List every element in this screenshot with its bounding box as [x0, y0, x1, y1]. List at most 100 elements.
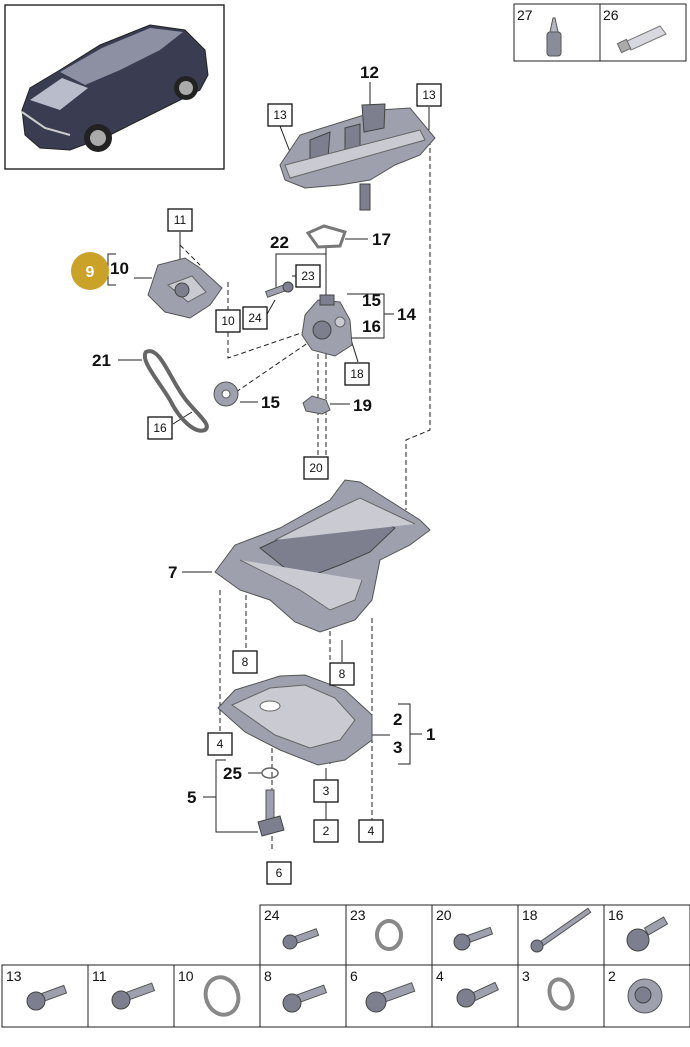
oil-pump-part: [301, 294, 353, 357]
svg-text:18: 18: [350, 367, 364, 381]
legend-item-18-label: 18: [522, 907, 538, 923]
svg-text:13: 13: [422, 88, 436, 102]
box-3[interactable]: 3: [313, 779, 339, 803]
lower-oil-pan-part: [217, 674, 373, 766]
top-legend: 27 26: [513, 3, 687, 62]
svg-text:2: 2: [323, 824, 330, 838]
callout-9-highlight[interactable]: 9: [71, 252, 109, 290]
small-bolt-part: [264, 281, 294, 298]
svg-text:3: 3: [323, 784, 330, 798]
drain-plug-part: [257, 789, 285, 837]
upper-oil-pan-part: [214, 479, 431, 633]
svg-text:4: 4: [368, 824, 375, 838]
legend-item-23-label: 23: [350, 907, 366, 923]
callout-19: 19: [353, 396, 372, 415]
bolt-icon: [282, 984, 328, 1013]
callout-25: 25: [223, 764, 242, 783]
sprocket-part: [213, 381, 239, 407]
callout-3: 3: [393, 738, 402, 757]
legend-item-6-label: 6: [350, 968, 358, 984]
legend-item-16-label: 16: [608, 907, 624, 923]
grease-tube-icon: [616, 25, 667, 54]
bolt-icon: [453, 926, 494, 951]
box-2[interactable]: 2: [313, 819, 339, 843]
box-20[interactable]: 20: [303, 456, 329, 480]
callout-15a: 15: [362, 291, 381, 310]
box-6[interactable]: 6: [266, 861, 292, 885]
pump-cover-part: [302, 395, 331, 415]
washer-icon: [547, 977, 575, 1011]
chain-guide-bracket-part: [147, 257, 223, 319]
box-13a[interactable]: 13: [267, 103, 293, 127]
svg-text:10: 10: [221, 314, 235, 328]
svg-text:4: 4: [217, 737, 224, 751]
callout-16: 16: [362, 317, 381, 336]
box-4a[interactable]: 4: [207, 732, 233, 756]
bottom-legend-row-2: 13 11 10 8 6 4 3 2: [1, 964, 690, 1028]
callout-9: 9: [86, 264, 95, 281]
bolt-icon: [26, 984, 68, 1011]
bolt-icon: [111, 982, 156, 1010]
callout-21: 21: [92, 351, 111, 370]
box-16[interactable]: 16: [147, 416, 173, 440]
drive-chain-part: [142, 349, 209, 433]
callout-15b: 15: [261, 393, 280, 412]
legend-item-3-label: 3: [522, 968, 530, 984]
legend-item-27-label: 27: [517, 7, 533, 23]
legend-item-8-label: 8: [264, 968, 272, 984]
box-13b[interactable]: 13: [416, 83, 442, 107]
box-10[interactable]: 10: [215, 309, 241, 333]
bolt-icon: [282, 928, 320, 950]
svg-text:23: 23: [301, 269, 315, 283]
callout-22: 22: [270, 233, 289, 252]
box-8b[interactable]: 8: [329, 662, 355, 686]
svg-text:11: 11: [174, 213, 187, 227]
legend-item-10-label: 10: [178, 968, 194, 984]
callout-labels: 12 17 22 15 16 14 10 21 15 19 7 2 3 1 25…: [92, 63, 435, 807]
box-4b[interactable]: 4: [358, 819, 384, 843]
callout-14: 14: [397, 305, 416, 324]
sealant-bottle-icon: [546, 17, 562, 57]
boxed-references: 13 13 11 23 24 10 18 16 20 8 8 4 3 2 4 6: [147, 83, 442, 885]
ring-icon: [203, 975, 241, 1017]
legend-item-20-label: 20: [436, 907, 452, 923]
callout-10: 10: [110, 259, 129, 278]
legend-item-24-label: 24: [264, 907, 280, 923]
legend-item-13-label: 13: [6, 968, 22, 984]
legend-item-2-label: 2: [608, 968, 616, 984]
svg-text:20: 20: [309, 461, 323, 475]
svg-text:24: 24: [248, 311, 262, 325]
baffle-plate-part: [279, 103, 436, 211]
bolt-icon: [365, 982, 416, 1013]
parts: [142, 103, 436, 837]
ring-icon: [375, 919, 403, 951]
bottom-legend-row-1: 24 23 20 18 16: [259, 904, 690, 966]
svg-text:16: 16: [153, 421, 167, 435]
svg-text:6: 6: [276, 866, 283, 880]
seal-ring-part: [261, 767, 279, 779]
box-24[interactable]: 24: [242, 306, 268, 330]
callout-7: 7: [168, 563, 177, 582]
box-11[interactable]: 11: [167, 208, 193, 232]
flange-bolt-icon: [626, 916, 669, 952]
box-23[interactable]: 23: [295, 264, 321, 288]
svg-text:13: 13: [273, 108, 287, 122]
gasket-part: [305, 224, 347, 249]
legend-item-11-label: 11: [92, 968, 107, 984]
vehicle-thumbnail: [4, 4, 225, 170]
callout-17: 17: [372, 230, 391, 249]
callout-2: 2: [393, 710, 402, 729]
callout-12: 12: [360, 63, 379, 82]
box-18[interactable]: 18: [344, 362, 370, 386]
long-bolt-icon: [530, 907, 592, 953]
box-8a[interactable]: 8: [232, 650, 258, 674]
svg-text:8: 8: [242, 655, 249, 669]
drain-plug-icon: [627, 978, 663, 1014]
legend-item-26-label: 26: [603, 7, 619, 23]
callout-1: 1: [426, 725, 435, 744]
svg-text:8: 8: [339, 667, 346, 681]
bolt-icon: [456, 981, 500, 1008]
legend-item-4-label: 4: [436, 968, 444, 984]
callout-5: 5: [187, 788, 196, 807]
